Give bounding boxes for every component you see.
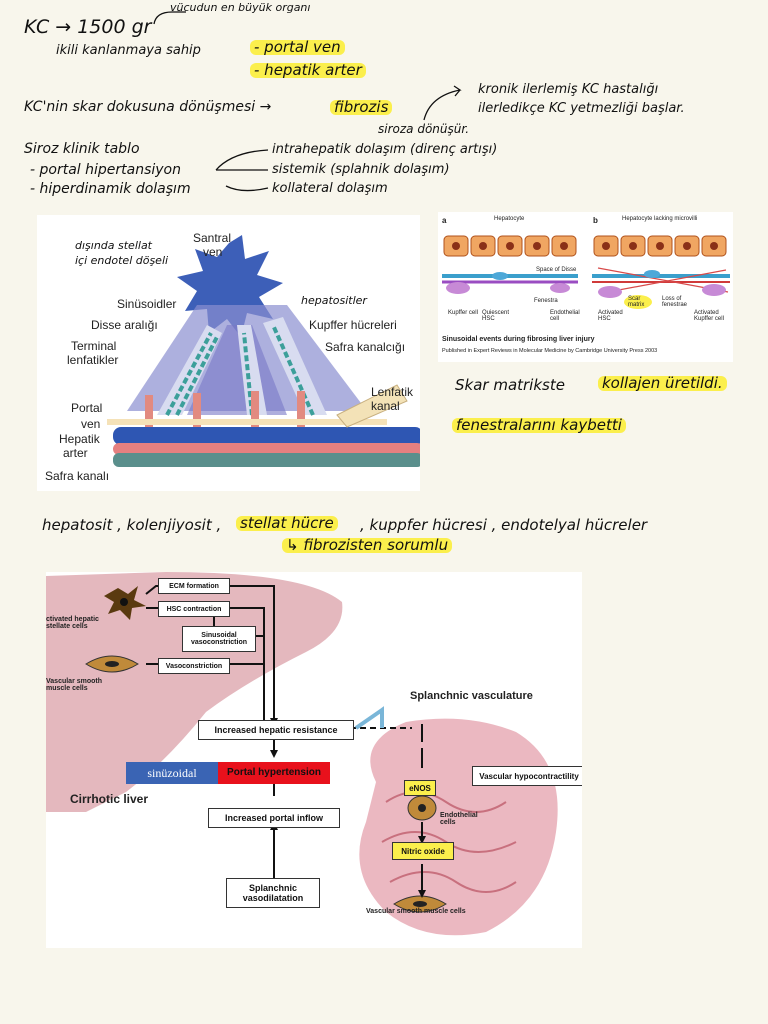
note-cells-b: , kuppfer hücresi , endotelyal hücreler (360, 516, 648, 534)
label-lenfatikler: lenfatikler (67, 353, 119, 367)
label-sinusoidler: Sinüsoidler (117, 297, 177, 311)
note-failure: ilerledikçe KC yetmezliği başlar. (478, 101, 685, 116)
sinusoid-illustration (442, 235, 730, 309)
label-activated-hsc: ctivated hepatic stellate cells (46, 616, 99, 630)
note-fenestrae: fenestralarını kaybetti (452, 418, 626, 433)
note-chronic: kronik ilerlemiş KC hastalığı (478, 82, 659, 97)
note-collateral: kollateral dolaşım (272, 181, 388, 196)
note-systemic: sistemik (splahnik dolaşım) (272, 162, 450, 177)
figure-publisher: Published in Expert Reviews in Molecular… (442, 348, 658, 354)
panel-a-label: a (442, 216, 447, 225)
note-portal-hyp: - portal hipertansiyon (30, 162, 181, 178)
panel-b-label: b (593, 216, 598, 225)
note-scar-matrix: Skar matrikste (455, 376, 565, 394)
label-cirrhotic-liver: Cirrhotic liver (70, 792, 149, 806)
label-safra-kanali: Safra kanalı (45, 469, 110, 483)
note-cirrhosis: siroza dönüşür. (378, 122, 470, 136)
note-clinic-title: Siroz klinik tablo (24, 141, 140, 157)
note-portal-ven: - portal ven (250, 40, 345, 55)
box-increased-hepatic-resistance: Increased hepatic resistance (198, 720, 354, 740)
box-sinusoidal-vasoconstriction: Sinusoidal vasoconstriction (182, 626, 256, 652)
figure-caption: Sinusoidal events during fibrosing liver… (442, 336, 595, 343)
label-hepatik: Hepatik (59, 432, 100, 446)
label-hepatositler: hepatositler (301, 294, 367, 307)
note-kc-weight: KC → 1500 gr (24, 16, 152, 38)
arrow-curve-icon (153, 11, 186, 25)
label-splanchnic-vasculature: Splanchnic vasculature (410, 690, 533, 702)
label-safra-kanalcigi: Safra kanalcığı (325, 340, 406, 354)
box-nitric-oxide: Nitric oxide (392, 842, 454, 860)
label-kupffer: Kupffer hücreleri (309, 318, 397, 332)
note-dual-supply: ikili kanlanmaya sahip (56, 43, 201, 58)
label-space-disse: Space of Disse (536, 267, 577, 273)
sinuzoidal-tag: sinüzoidal (126, 762, 218, 784)
label-hepatocyte-lacking: Hepatocyte lacking microvilli (622, 216, 698, 222)
anat-note-line2: içi endotel döşeli (75, 254, 169, 267)
portal-hypertension-box: Portal hypertension (218, 762, 330, 784)
box-hsc-contraction: HSC contraction (158, 601, 230, 617)
label-portal: Portal (71, 401, 103, 415)
label-fenestra: Fenestra (534, 298, 558, 304)
label-loss-fenestrae: Loss of fenestrae (662, 296, 688, 308)
note-collagen: kollajen üretildi. (598, 376, 727, 391)
box-splanchnic-vasodilatation: Splanchnic vasodilatation (226, 878, 320, 908)
label-disse: Disse aralığı (91, 318, 158, 332)
label-endothelial-cells: Endothelial cells (440, 812, 478, 826)
label-lenfatik: Lenfatik (371, 385, 414, 399)
note-fibrosis-responsible: ↳ fibrozisten sorumlu (282, 538, 453, 553)
arrow-up-icon (423, 85, 462, 121)
note-largest-organ: vücudun en büyük organı (170, 1, 311, 14)
note-scar-transform: KC'nin skar dokusuna dönüşmesi → (24, 99, 272, 115)
note-hyperdynamic: - hiperdinamik dolaşım (30, 181, 191, 197)
sinusoid-figure: a b Hepatocyte Hepatocyte lacking microv… (438, 212, 733, 362)
lobule-illustration (107, 235, 420, 467)
box-vasoconstriction: Vasoconstriction (158, 658, 230, 674)
portal-hypertension-diagram: ECM formation HSC contraction Sinusoidal… (46, 572, 582, 948)
anat-note-line1: dışında stellat (75, 239, 152, 252)
label-terminal: Terminal (71, 339, 117, 353)
label-activated-hsc: Activated HSC (598, 310, 623, 322)
note-hepatik-arter: - hepatik arter (250, 63, 366, 78)
label-kupffer-cell: Kupffer cell (448, 310, 478, 316)
note-cells-a: hepatosit , kolenjiyosit , (42, 516, 222, 534)
label-hepatocyte: Hepatocyte (494, 216, 525, 222)
box-ecm-formation: ECM formation (158, 578, 230, 594)
liver-anatomy-figure: dışında stellat içi endotel döşeli Santr… (37, 215, 420, 491)
box-increased-portal-inflow: Increased portal inflow (208, 808, 340, 828)
label-vsmc-bottom: Vascular smooth muscle cells (366, 908, 466, 915)
label-santral: Santral (193, 231, 232, 245)
label-quiescent-hsc: Quiescent HSC (482, 310, 510, 322)
label-kanal: kanal (371, 399, 400, 413)
note-intrahepatic: intrahepatik dolaşım (direnç artışı) (272, 142, 498, 157)
label-ven: ven (203, 245, 223, 259)
box-vascular-hypocontractility: Vascular hypocontractility (472, 766, 582, 786)
note-stellate: stellat hücre (236, 516, 338, 531)
label-vsmc: Vascular smooth muscle cells (46, 678, 103, 692)
label-scar-matrix: Scar matrix (628, 296, 645, 308)
label-endothelial-cell: Endothelial cell (550, 310, 580, 322)
label-arter: arter (63, 446, 88, 460)
box-enos: eNOS (404, 780, 436, 796)
label-activated-kupffer: Activated Kupffer cell (694, 310, 724, 322)
branch-arrows-icon (215, 149, 269, 192)
label-portal-ven: ven (81, 417, 101, 431)
note-fibrozis: fibrozis (330, 100, 393, 115)
